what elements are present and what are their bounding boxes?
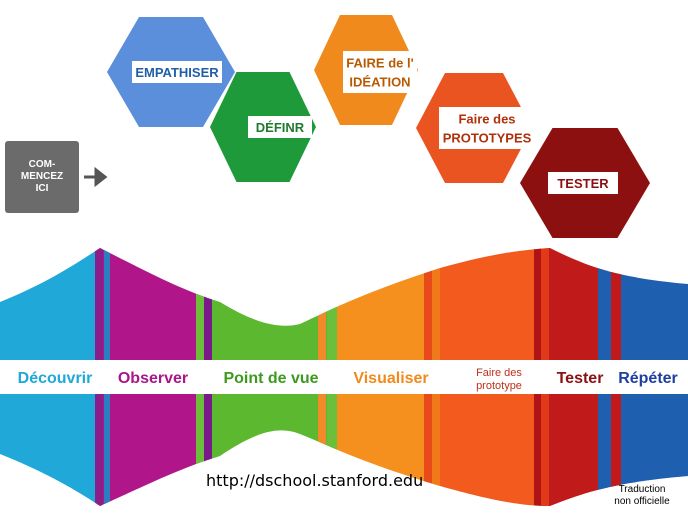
- step-label: FAIRE de l': [346, 56, 413, 71]
- band-label: Faire des: [476, 367, 522, 379]
- step-label-box: [248, 116, 312, 138]
- step-label-box: [548, 172, 618, 194]
- start-here-box: COM- MENCEZ ICI: [5, 141, 79, 213]
- band-label: Répéter: [618, 370, 678, 387]
- step-label-box: [132, 61, 222, 83]
- step-label-box: [439, 107, 535, 149]
- arrow-right-icon: [84, 166, 108, 188]
- band-label: Observer: [118, 370, 188, 387]
- step-hexagon: DÉFINR: [210, 72, 316, 182]
- step-label-box: [343, 51, 417, 93]
- process-steps: EMPATHISER DÉFINR FAIRE de l' IDÉATION Faire…: [107, 15, 650, 238]
- start-here-label: COM- MENCEZ ICI: [20, 159, 64, 194]
- band-label: Tester: [557, 370, 604, 387]
- band-labels: Découvrir Observer Point de vue Visualiser F…: [18, 367, 678, 392]
- band-label: Découvrir: [18, 370, 93, 387]
- step-hexagon: EMPATHISER: [107, 17, 235, 127]
- step-hexagon: FAIRE de l' IDÉATION: [314, 15, 418, 125]
- band-label: Visualiser: [353, 370, 428, 387]
- translation-note: Traduction non officielle: [600, 484, 684, 508]
- translation-note-line1: Traduction: [618, 484, 666, 495]
- step-hexagon: TESTER: [520, 128, 650, 238]
- step-label: PROTOTYPES: [443, 131, 532, 146]
- step-label: EMPATHISER: [135, 65, 219, 80]
- step-label: Faire des: [458, 112, 515, 127]
- step-label: TESTER: [557, 176, 609, 191]
- translation-note-line2: non officielle: [614, 496, 670, 507]
- step-label: IDÉATION: [349, 75, 410, 90]
- band-label: Point de vue: [223, 370, 318, 387]
- label-strip: [0, 360, 688, 394]
- step-label: DÉFINR: [256, 120, 305, 135]
- source-url: http://dschool.stanford.edu: [206, 471, 424, 490]
- band-label: prototype: [476, 380, 522, 392]
